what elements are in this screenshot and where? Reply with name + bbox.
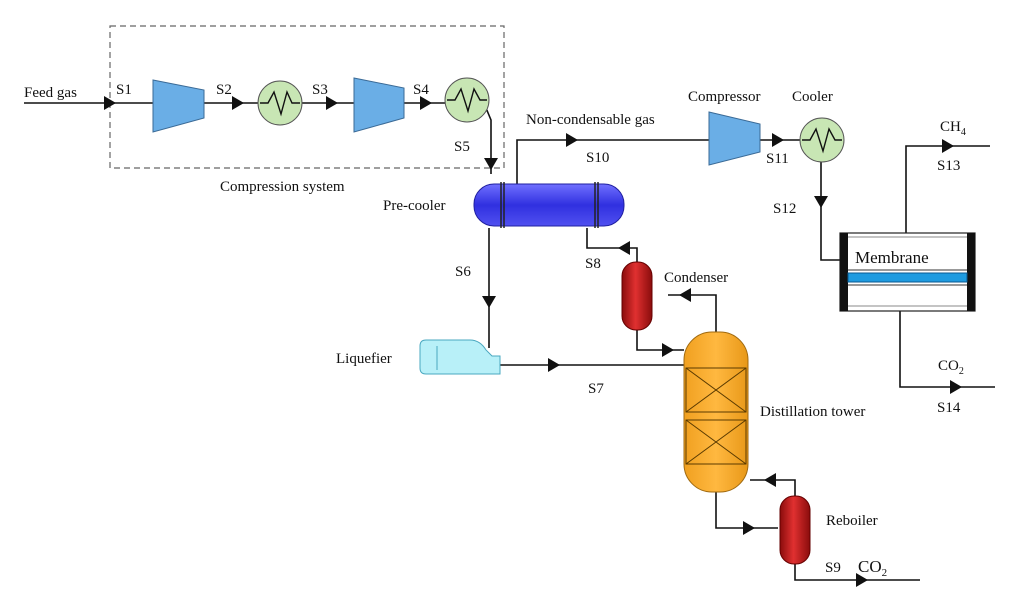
label-feed-gas: Feed gas <box>24 85 77 101</box>
condenser <box>621 261 653 331</box>
label-distillation-tower: Distillation tower <box>760 404 865 420</box>
ch4-main: CH <box>940 119 961 135</box>
label-compressor: Compressor <box>688 89 761 105</box>
stream-label-s6: S6 <box>455 264 471 280</box>
membrane-unit <box>839 232 976 312</box>
pre-cooler <box>473 182 625 228</box>
label-pre-cooler: Pre-cooler <box>383 198 445 214</box>
stream-label-s2: S2 <box>216 82 232 98</box>
compressor-3 <box>708 111 761 166</box>
stream-label-s13: S13 <box>937 158 960 174</box>
label-condenser: Condenser <box>664 270 728 286</box>
label-co2-tower-product: CO2 <box>858 557 887 579</box>
label-cooler: Cooler <box>792 89 833 105</box>
stream-label-s8: S8 <box>585 256 601 272</box>
distillation-tower <box>683 331 749 493</box>
stream-label-s4: S4 <box>413 82 429 98</box>
cooler-3 <box>799 117 845 163</box>
stream-label-s7: S7 <box>588 381 604 397</box>
stream-label-s3: S3 <box>312 82 328 98</box>
flow-lines <box>24 102 995 581</box>
label-liquefier: Liquefier <box>336 351 392 367</box>
ch4-subscript: 4 <box>961 127 966 138</box>
label-membrane: Membrane <box>855 248 929 267</box>
label-compression-system: Compression system <box>220 179 345 195</box>
label-co2-membrane-product: CO2 <box>938 358 964 377</box>
co2-top-main: CO <box>938 358 959 374</box>
stream-label-s12: S12 <box>773 201 796 217</box>
co2-top-subscript: 2 <box>959 366 964 377</box>
co2-bottom-subscript: 2 <box>882 567 888 579</box>
stream-label-s10: S10 <box>586 150 609 166</box>
flow-arrows <box>104 96 962 587</box>
reboiler <box>779 495 811 565</box>
label-non-condensable-gas: Non-condensable gas <box>526 112 655 128</box>
compressor-2 <box>353 77 405 133</box>
stream-label-s14: S14 <box>937 400 961 416</box>
stream-label-s1: S1 <box>116 82 132 98</box>
co2-bottom-main: CO <box>858 557 882 576</box>
liquefier <box>419 339 501 375</box>
compressor-1 <box>152 79 205 133</box>
label-ch4-product: CH4 <box>940 119 966 138</box>
cooler-1 <box>257 80 303 126</box>
compression-system-boundary <box>109 25 505 169</box>
stream-label-s5: S5 <box>454 139 470 155</box>
label-reboiler: Reboiler <box>826 513 878 529</box>
cooler-2 <box>444 77 490 123</box>
stream-label-s11: S11 <box>766 151 789 167</box>
stream-label-s9: S9 <box>825 560 841 576</box>
